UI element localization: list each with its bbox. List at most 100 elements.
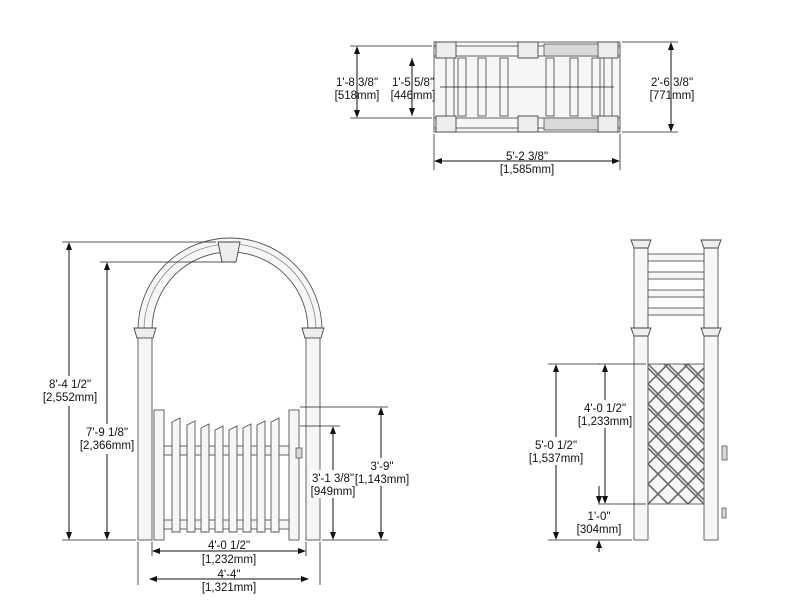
arrow-head [668,124,674,132]
post-cap-bl [435,115,457,133]
gate-latch [295,447,303,459]
keystone [217,241,241,263]
arrow-head [378,532,384,540]
dim-arch-height-mm: [2,366mm] [80,440,134,452]
arrow-head [104,262,110,270]
side-cap-tl [630,239,652,249]
arrow-head [434,158,442,164]
side-cap-ml [630,327,652,337]
arrow-head [378,407,384,415]
dim-outer-width-mm: [1,321mm] [202,582,256,594]
dim-outer-width-ft: 4'-4" [218,569,241,581]
side-cap-tr [700,239,722,249]
lattice-strip [648,364,669,385]
lattice-strip [667,364,704,402]
arrow-head [553,532,559,540]
label-bg [78,424,136,454]
arrow-head [596,540,602,548]
post-cap-right [301,327,325,339]
post-cap-left [133,327,157,339]
side-hinge [721,507,727,519]
arrow-head [330,426,336,434]
dim-depth-inner-ft: 1'-5 5/8" [392,77,434,89]
picket [186,420,196,533]
arrow-head [66,532,72,540]
dim-inner-width-mm: [1,232mm] [202,554,256,566]
dim-side-total-mm: [1,537mm] [529,453,583,465]
dim-post-height-mm: [1,143mm] [355,474,409,486]
lattice-strip [687,487,704,504]
dim-post-height-ft: 3'-9" [371,461,394,473]
dim-depth-outer-mm: [518mm] [335,90,380,102]
lattice-strip [648,364,704,422]
dim-inner-width-ft: 4'-0 1/2" [208,540,250,552]
lattice-strip [648,367,704,425]
arrow-head [104,532,110,540]
dim-overall-height-mm: [2,552mm] [43,392,97,404]
label-bg [42,376,98,406]
side-rail [647,253,705,262]
arrow-head [354,46,360,54]
post-right [305,337,321,541]
dim-lattice-height-mm: [1,233mm] [578,416,632,428]
arrow-head [330,532,336,540]
post-cap-tl [435,41,457,59]
dim-depth-total-mm: [771mm] [650,90,695,102]
arrow-head [298,548,306,554]
picket [270,417,280,533]
lattice-strip [648,364,689,405]
arrow-head [409,58,415,66]
arrow-head [301,576,309,582]
arrow-head [149,576,157,582]
lattice-strip [648,447,704,504]
dim-depth-outer-ft: 1'-8 3/8" [336,77,378,89]
dim-overall-height-ft: 8'-4 1/2" [49,379,91,391]
lattice [648,364,704,504]
dim-arch-height-ft: 7'-9 1/8" [86,427,128,439]
arrow-head [152,548,160,554]
side-post-right [703,247,719,541]
side-post-left [633,247,649,541]
dim-length-mm: [1,585mm] [500,164,554,176]
dim-gate-height-ft: 3'-1 3/8" [312,473,354,485]
arrow-head [602,364,608,372]
label-bg [530,437,582,465]
post-cap-br [597,115,619,133]
arrow-head [553,364,559,372]
post-cap-tm [517,41,539,59]
arrow-head [409,108,415,116]
top-view: 1'-8 3/8" [518mm] 1'-5 5/8" [446mm] 2'-6… [335,41,695,176]
lattice-strip [663,364,704,405]
side-cap-mr [700,327,722,337]
arrow-head [602,496,608,504]
label-bg [358,458,406,486]
post-left [137,337,153,541]
side-rail [647,289,705,298]
picket [214,425,224,533]
picket [171,417,181,533]
gate-post-left [153,409,165,541]
arrow-head [668,42,674,50]
side-latch [721,445,728,461]
top-shade-front [543,117,599,131]
picket [256,420,266,533]
post-cap-tr [597,41,619,59]
lattice-strip [648,427,704,485]
side-view: 4'-0 1/2" [1,233mm] 5'-0 1/2" [1,537mm] … [529,239,728,552]
dim-depth-inner-mm: [446mm] [391,90,436,102]
dim-ground-clearance-mm: [304mm] [577,524,622,536]
lattice-strip [648,387,704,445]
arrow-head [596,496,602,504]
picket [200,423,210,533]
side-rail [647,271,705,280]
arrow-head [612,158,620,164]
arrow-head [354,110,360,118]
front-view: 8'-4 1/2" [2,552mm] 7'-9 1/8" [2,366mm] … [42,237,409,594]
label-bg [580,400,630,428]
dim-depth-total-ft: 2'-6 3/8" [651,77,693,89]
post-cap-bm [517,115,539,133]
lattice-strip [683,364,704,385]
side-rail [647,307,705,316]
gate-post-right [288,409,300,541]
